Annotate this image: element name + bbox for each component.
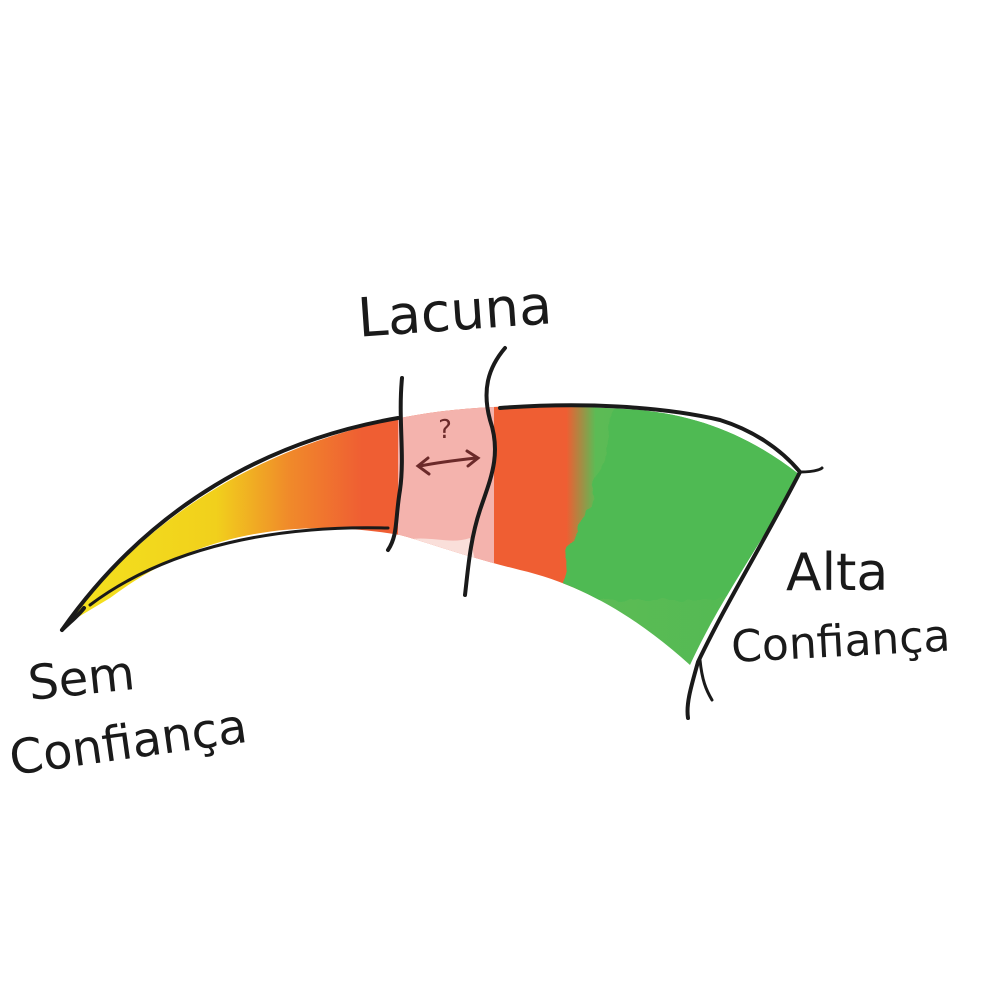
right-label-line1: Alta — [786, 543, 888, 603]
left-label-line1: Sem — [25, 645, 137, 712]
gap-left-boundary — [386, 376, 404, 552]
gap-question-mark: ? — [438, 415, 452, 445]
double-headed-arrow-icon — [415, 449, 481, 476]
left-label-line2: Confiança — [6, 698, 251, 787]
confidence-band — [70, 406, 800, 665]
band-outline — [60, 403, 824, 720]
right-label-line2: Confiança — [730, 611, 952, 673]
gap-right-boundary — [463, 346, 507, 597]
gap-boundaries — [386, 346, 507, 597]
gap-label: Lacuna — [356, 273, 554, 349]
